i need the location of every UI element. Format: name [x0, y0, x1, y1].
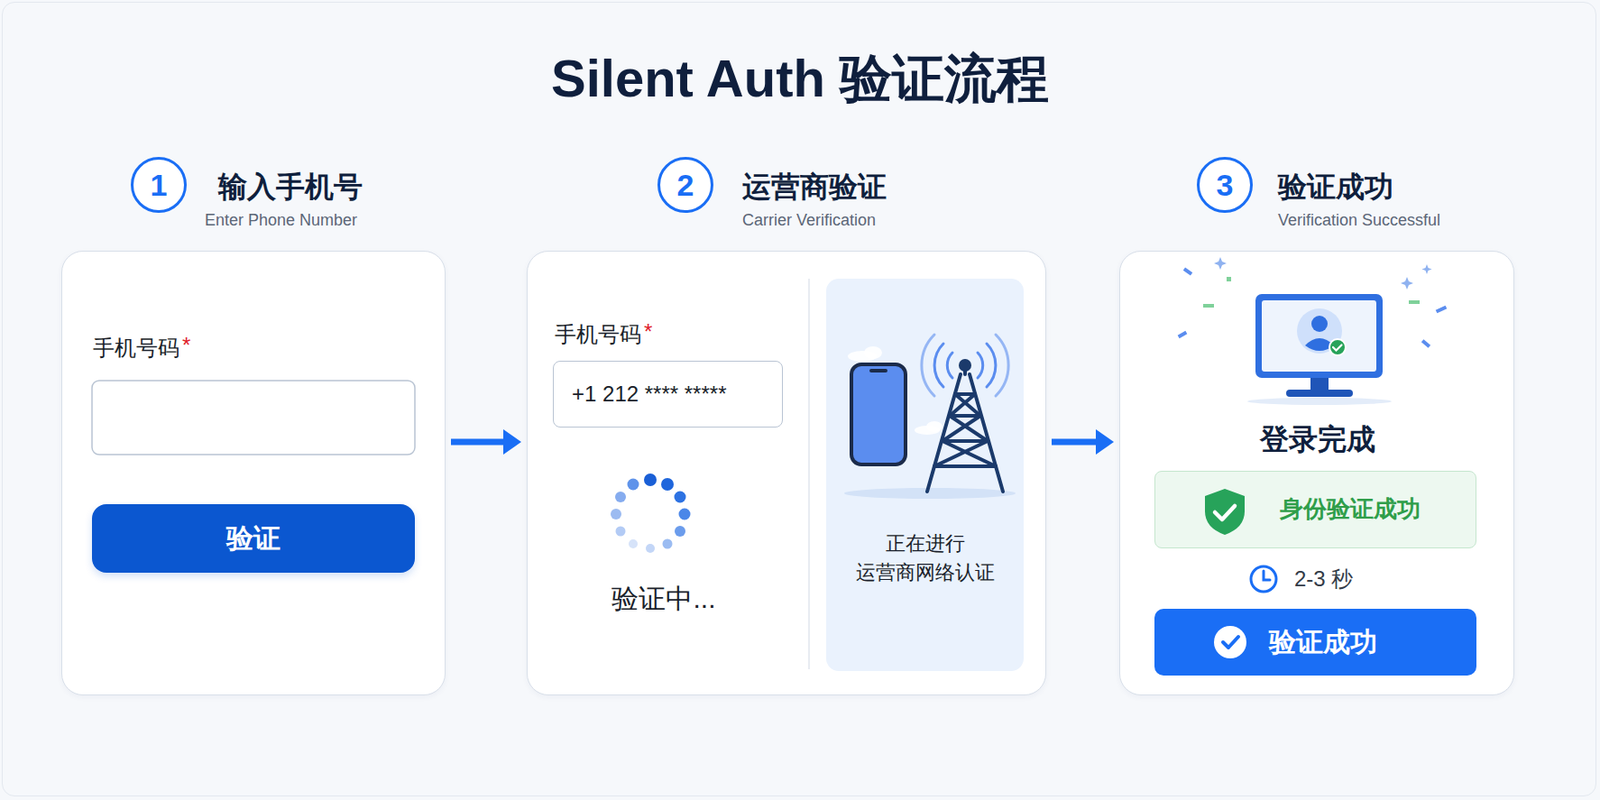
- field-label: 手机号码: [92, 335, 180, 362]
- success-badge: 身份验证成功: [1154, 470, 1477, 549]
- step-title: 输入手机号: [218, 169, 363, 204]
- node-text: 身份验证成功: [1279, 495, 1421, 524]
- carrier-panel: 正在进行 运营商网络认证: [826, 278, 1024, 672]
- verify-button: 验证: [91, 504, 415, 573]
- node-text: +1 212 **** *****: [571, 381, 727, 408]
- node-text: 2: [677, 166, 695, 204]
- status-text: 验证中...: [611, 582, 716, 616]
- input-field: [62, 251, 447, 697]
- node-text: 1: [150, 166, 168, 204]
- node-text: 验证: [226, 522, 281, 555]
- node-text: 3: [1216, 166, 1234, 204]
- flow-arrow: [450, 429, 522, 455]
- step-subtitle: Verification Successful: [1278, 211, 1441, 231]
- required-mark: *: [643, 319, 653, 346]
- node-text: 正在进行 运营商网络认证: [826, 529, 1024, 588]
- step-card: 输入手机号Enter Phone Number验证手机号码*: [61, 250, 446, 696]
- carrier-tower-illustration: [826, 278, 1024, 672]
- node-text: 验证成功: [1268, 625, 1378, 659]
- step-number-circle: 2: [657, 156, 714, 213]
- flow-arrow: [1051, 429, 1114, 455]
- step-subtitle: Enter Phone Number: [204, 211, 358, 231]
- duration-text: 2-3 秒: [1294, 566, 1353, 593]
- step-title: 验证成功: [1278, 169, 1394, 204]
- success-button: 验证成功: [1154, 608, 1477, 676]
- step-number-circle: 1: [130, 156, 187, 213]
- step-subtitle: Carrier Verification: [742, 211, 876, 231]
- step-title: 运营商验证: [742, 169, 887, 204]
- step-card: 运营商验证Carrier Verification+1 212 **** ***…: [526, 250, 1047, 696]
- step-number-circle: 3: [1196, 156, 1253, 213]
- step-card: 验证成功Verification Successful 身份验证成功 验证成功登…: [1119, 250, 1515, 696]
- status-heading: 登录完成: [1259, 422, 1376, 457]
- phone-input: +1 212 **** *****: [552, 360, 783, 428]
- required-mark: *: [182, 332, 191, 359]
- diagram-title: Silent Auth 验证流程: [0, 46, 1600, 111]
- field-label: 手机号码: [554, 321, 642, 349]
